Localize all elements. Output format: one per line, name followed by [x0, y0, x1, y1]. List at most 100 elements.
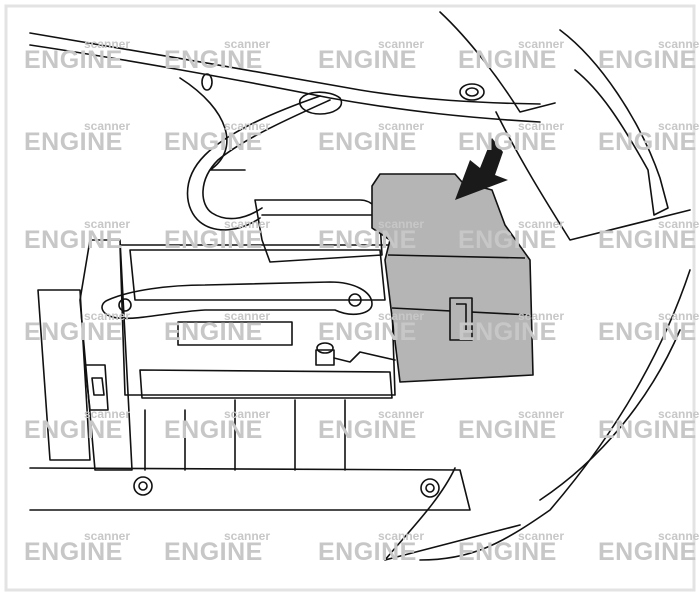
fuse-box-latch-inner	[456, 303, 467, 330]
crossmember-bolt-right-inner	[425, 483, 435, 493]
watermark-scanner-text: scanner	[658, 37, 700, 51]
hold-down-hole-left	[118, 298, 132, 312]
watermark-engine-text: ENGINE	[598, 318, 697, 346]
watermark-engine-text: ENGINE	[24, 318, 123, 346]
left-clip	[84, 364, 109, 411]
watermark-engine-text: ENGINE	[458, 46, 557, 74]
watermark-engine-text: ENGINE	[318, 538, 417, 566]
watermark-scanner-text: scanner	[518, 529, 564, 543]
right-body-panel	[559, 29, 669, 216]
wire-harness-inner	[202, 99, 331, 220]
watermark-engine-text: ENGINE	[318, 318, 417, 346]
right-fender-edge	[495, 111, 691, 241]
watermark-engine-text: ENGINE	[318, 416, 417, 444]
watermark-scanner-text: scanner	[378, 217, 424, 231]
watermark-engine-text: ENGINE	[598, 46, 697, 74]
watermark-engine-text: ENGINE	[598, 416, 697, 444]
terminal-post	[316, 342, 334, 354]
watermark-engine-text: ENGINE	[598, 128, 697, 156]
watermark-scanner-text: scanner	[224, 37, 270, 51]
watermark-scanner-text: scanner	[84, 309, 130, 323]
upper-frame-edge	[439, 11, 556, 113]
mount-bolt-inner	[465, 87, 479, 97]
watermark-scanner-text: scanner	[224, 309, 270, 323]
watermark-scanner-text: scanner	[658, 119, 700, 133]
watermark-engine-text: ENGINE	[24, 416, 123, 444]
watermark-scanner-text: scanner	[84, 217, 130, 231]
battery-top	[129, 249, 386, 301]
watermark-engine-text: ENGINE	[458, 226, 557, 254]
left-clip-inner	[91, 377, 105, 396]
watermark-engine-text: ENGINE	[598, 226, 697, 254]
left-tray-bracket	[37, 289, 91, 461]
upper-bracket	[179, 77, 246, 171]
watermark-scanner-text: scanner	[378, 37, 424, 51]
watermark-scanner-text: scanner	[378, 119, 424, 133]
watermark-engine-text: ENGINE	[164, 538, 263, 566]
battery-terminal	[315, 349, 335, 366]
watermark-engine-text: ENGINE	[164, 226, 263, 254]
hold-down-hole-right	[348, 293, 362, 307]
right-inner-curve	[539, 329, 681, 501]
battery-lower-band	[139, 369, 393, 399]
watermark-scanner-text: scanner	[518, 217, 564, 231]
watermark-engine-text: ENGINE	[164, 318, 263, 346]
watermark-scanner-text: scanner	[658, 309, 700, 323]
wire-harness	[186, 95, 321, 231]
watermark-scanner-text: scanner	[518, 407, 564, 421]
lower-crossmember	[29, 467, 471, 511]
wire-grommet	[298, 91, 343, 115]
watermark-scanner-text: scanner	[518, 309, 564, 323]
left-tray	[79, 239, 133, 471]
watermark-engine-text: ENGINE	[164, 416, 263, 444]
mount-bolt	[459, 83, 485, 101]
terminal-cable	[333, 351, 396, 363]
battery-side-line	[144, 399, 346, 471]
watermark-engine-text: ENGINE	[458, 128, 557, 156]
watermark-engine-text: ENGINE	[458, 538, 557, 566]
watermark-engine-text: ENGINE	[24, 128, 123, 156]
watermark-scanner-text: scanner	[84, 529, 130, 543]
battery-outline	[119, 244, 396, 396]
fuse-box	[371, 173, 534, 383]
watermark-engine-text: ENGINE	[318, 226, 417, 254]
watermark-engine-text: ENGINE	[24, 226, 123, 254]
watermark-scanner-text: scanner	[224, 529, 270, 543]
watermark-engine-text: ENGINE	[164, 46, 263, 74]
bracket-hole	[201, 73, 213, 91]
watermark-scanner-text: scanner	[378, 529, 424, 543]
watermark-scanner-text: scanner	[224, 119, 270, 133]
hold-down-bar	[101, 281, 373, 320]
watermark-scanner-text: scanner	[658, 407, 700, 421]
watermark-scanner-text: scanner	[224, 407, 270, 421]
crossmember-bolt-right	[420, 478, 440, 498]
hood-panel-edge	[29, 32, 541, 105]
right-lower-curve	[419, 269, 691, 561]
crossmember-bolt-left	[133, 476, 153, 496]
watermark-engine-text: ENGINE	[598, 538, 697, 566]
watermark-scanner-text: scanner	[224, 217, 270, 231]
crossmember-bolt-left-inner	[138, 481, 148, 491]
watermark-scanner-text: scanner	[378, 407, 424, 421]
watermark-engine-text: ENGINE	[164, 128, 263, 156]
watermark-engine-text: ENGINE	[24, 538, 123, 566]
watermark-scanner-text: scanner	[84, 37, 130, 51]
watermark-engine-text: ENGINE	[24, 46, 123, 74]
indicator-arrow	[455, 138, 508, 200]
watermark-scanner-text: scanner	[518, 37, 564, 51]
hood-panel-lower-edge	[29, 44, 541, 123]
watermark-scanner-text: scanner	[658, 217, 700, 231]
lower-right-panel	[384, 467, 521, 561]
watermark-engine-text: ENGINE	[458, 416, 557, 444]
hold-down-panel	[177, 321, 293, 346]
watermark-engine-text: ENGINE	[458, 318, 557, 346]
watermark-scanner-text: scanner	[84, 407, 130, 421]
watermark-scanner-text: scanner	[84, 119, 130, 133]
watermark-engine-text: ENGINE	[318, 128, 417, 156]
watermark-scanner-text: scanner	[658, 529, 700, 543]
watermark-scanner-text: scanner	[518, 119, 564, 133]
watermark-engine-text: ENGINE	[318, 46, 417, 74]
watermark-layer: scannerENGINEscannerENGINEscannerENGINEs…	[24, 37, 700, 566]
